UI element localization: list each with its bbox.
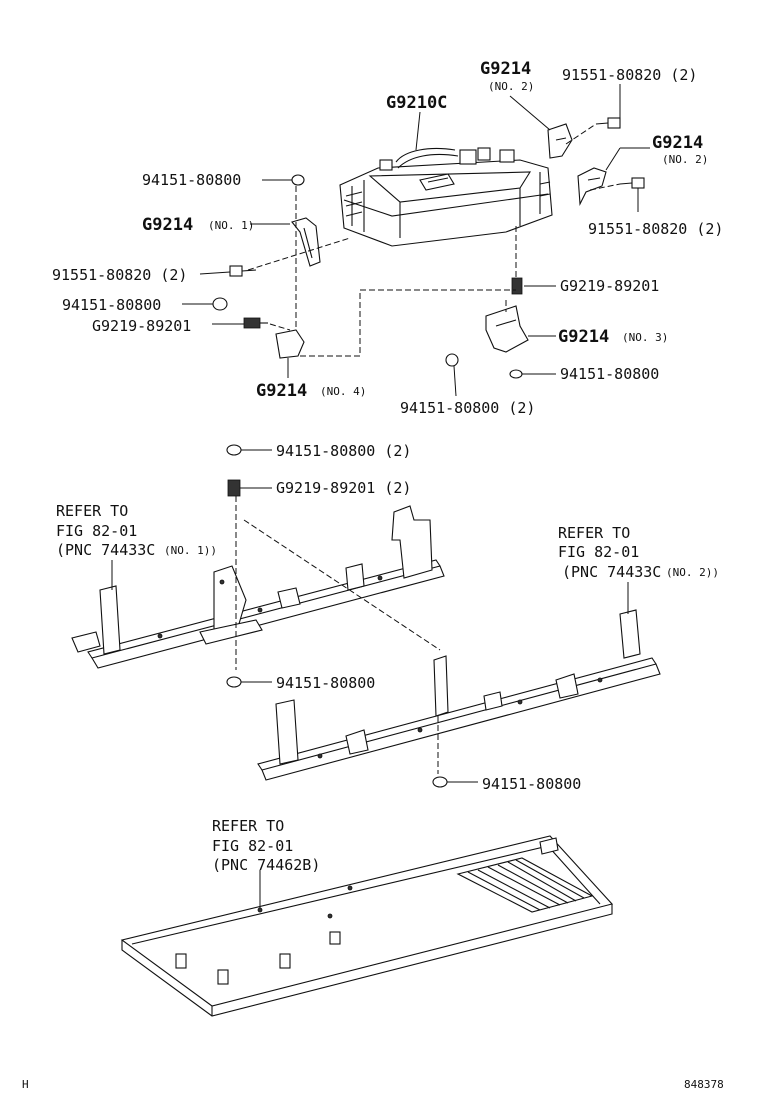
nut-center <box>445 353 459 367</box>
label-bolt-left: 91551-80820 (2) <box>52 266 187 284</box>
bolt-top <box>595 117 621 129</box>
refer-bottom-line1: REFER TO <box>212 817 284 835</box>
refer-right-line1: REFER TO <box>558 524 630 542</box>
refer-right-line3: (PNC 74433C <box>562 563 661 581</box>
refer-left-line2: FIG 82-01 <box>56 522 137 540</box>
label-g9219-right: G9219-89201 <box>560 277 659 295</box>
refer-left-line3: (PNC 74433C <box>56 541 155 559</box>
inverter-assembly <box>339 147 553 247</box>
bracket-no4 <box>275 329 305 359</box>
tray-pan <box>120 835 614 1017</box>
label-nut-left-mid: 94151-80800 <box>62 296 161 314</box>
refer-right-note: (NO. 2)) <box>666 566 719 579</box>
refer-left-line1: REFER TO <box>56 502 128 520</box>
stud-frame <box>227 479 241 497</box>
label-g9214-right-note: (NO. 2) <box>662 153 708 166</box>
stud-right <box>511 277 523 295</box>
bolt-right <box>619 177 645 189</box>
label-g9214-no4: G9214 <box>256 381 307 401</box>
nut-left-top <box>291 174 305 186</box>
label-g9214-no3-note: (NO. 3) <box>622 331 668 344</box>
refer-right-line2: FIG 82-01 <box>558 543 639 561</box>
refer-bottom-line2: FIG 82-01 <box>212 837 293 855</box>
corner-mark-left: H <box>22 1078 29 1091</box>
label-stud-frame-2: G9219-89201 (2) <box>276 479 411 497</box>
label-g9214-no3: G9214 <box>558 327 609 347</box>
nut-frame-mid <box>226 676 242 688</box>
nut-frame-top <box>226 444 242 456</box>
label-g9210c: G9210C <box>386 93 447 113</box>
refer-bottom-line3: (PNC 74462B) <box>212 856 320 874</box>
label-nut-left-top: 94151-80800 <box>142 171 241 189</box>
bracket-no3 <box>485 305 529 353</box>
label-g9214-top: G9214 <box>480 59 531 79</box>
label-nut-frame-low: 94151-80800 <box>482 775 581 793</box>
label-g9219-left: G9219-89201 <box>92 317 191 335</box>
label-nut-center: 94151-80800 (2) <box>400 399 535 417</box>
label-bolt-right: 91551-80820 (2) <box>588 220 723 238</box>
bracket-no1 <box>291 217 321 267</box>
cross-member-right <box>257 609 661 781</box>
label-nut-right-mid: 94151-80800 <box>560 365 659 383</box>
bolt-left <box>229 265 257 277</box>
nut-right-mid <box>509 369 523 379</box>
label-g9214-no1-note: (NO. 1) <box>208 219 254 232</box>
nut-frame-low <box>432 776 448 788</box>
label-g9214-no4-note: (NO. 4) <box>320 385 366 398</box>
bracket-no2-right <box>577 167 607 207</box>
refer-left-note: (NO. 1)) <box>164 544 217 557</box>
nut-left-mid <box>212 297 228 311</box>
label-bolt-top: 91551-80820 (2) <box>562 66 697 84</box>
diagram-number: 848378 <box>684 1078 724 1091</box>
label-g9214-right: G9214 <box>652 133 703 153</box>
label-g9214-top-note: (NO. 2) <box>488 80 534 93</box>
cross-member-left <box>71 505 445 669</box>
label-nut-frame-2: 94151-80800 (2) <box>276 442 411 460</box>
label-g9214-no1: G9214 <box>142 215 193 235</box>
stud-left <box>243 317 268 329</box>
bracket-no2-top <box>547 123 573 159</box>
label-nut-frame-mid: 94151-80800 <box>276 674 375 692</box>
